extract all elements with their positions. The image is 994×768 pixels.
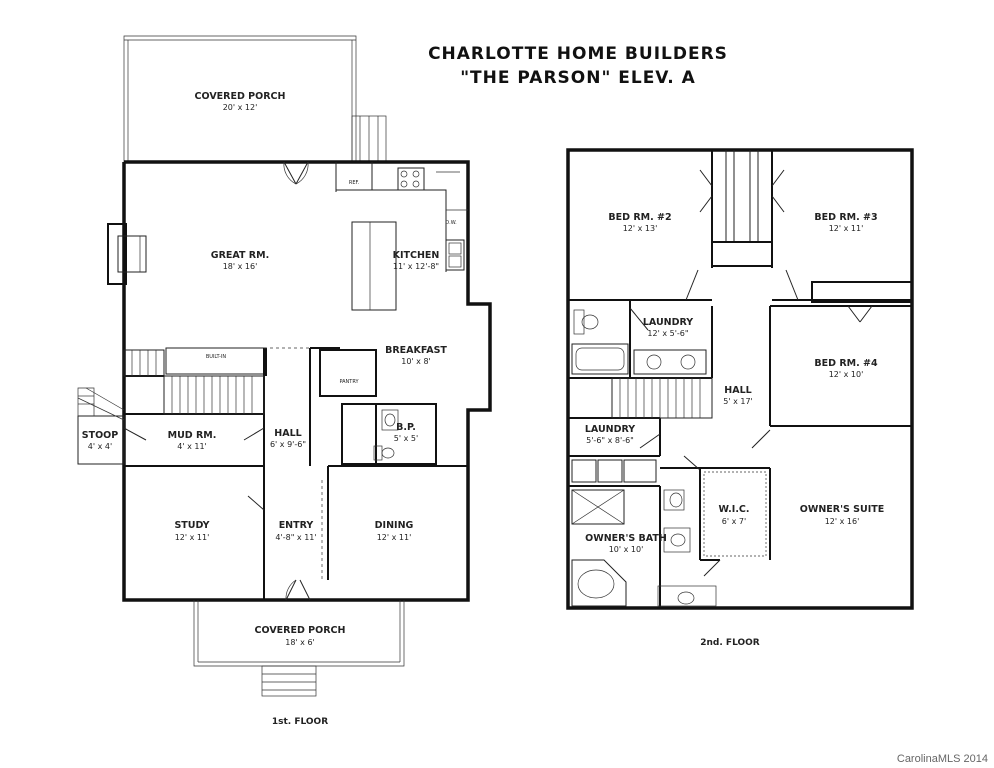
second-floor-interior-walls bbox=[568, 242, 913, 608]
study-name: STUDY bbox=[174, 520, 209, 531]
kitchen-dims: 11' x 12'-8" bbox=[393, 262, 439, 271]
hall-2nd-name: HALL bbox=[724, 385, 751, 396]
owners-bath-name: OWNER'S BATH bbox=[585, 533, 667, 544]
rear-steps bbox=[351, 115, 387, 163]
kitchen-island bbox=[351, 221, 397, 311]
watermark: CarolinaMLS 2014 bbox=[897, 753, 988, 765]
bed4-dims: 12' x 10' bbox=[829, 370, 864, 379]
wic-dims: 6' x 7' bbox=[722, 517, 746, 526]
bed2-name: BED RM. #2 bbox=[608, 212, 671, 223]
stoop-dims: 4' x 4' bbox=[88, 442, 112, 451]
main-stairs bbox=[123, 349, 265, 415]
breakfast-name: BREAKFAST bbox=[385, 345, 447, 356]
second-floor-label: 2nd. FLOOR bbox=[700, 638, 760, 648]
rear-porch-name: COVERED PORCH bbox=[195, 91, 286, 102]
plan-title-line2: "THE PARSON" ELEV. A bbox=[460, 68, 696, 88]
dining-dims: 12' x 11' bbox=[377, 533, 412, 542]
great-room-dims: 18' x 16' bbox=[223, 262, 258, 271]
great-room-name: GREAT RM. bbox=[211, 250, 269, 261]
laundry-dims: 5'-6" x 8'-6" bbox=[586, 436, 634, 445]
mud-room-name: MUD RM. bbox=[168, 430, 217, 441]
bed3-dims: 12' x 11' bbox=[829, 224, 864, 233]
rear-porch-dims: 20' x 12' bbox=[223, 103, 258, 112]
first-floor-label: 1st. FLOOR bbox=[272, 717, 328, 727]
pantry-label: PANTRY bbox=[339, 379, 359, 385]
wic-name: W.I.C. bbox=[718, 504, 749, 515]
mud-room-dims: 4' x 11' bbox=[177, 442, 207, 451]
entry-name: ENTRY bbox=[279, 520, 314, 531]
dining-name: DINING bbox=[375, 520, 414, 531]
powder-room-fixtures bbox=[373, 409, 399, 461]
hall-1st-dims: 6' x 9'-6" bbox=[270, 440, 306, 449]
first-floor-exterior-walls bbox=[122, 160, 492, 602]
laundry-name: LAUNDRY bbox=[585, 424, 635, 435]
owners-suite-dims: 12' x 16' bbox=[825, 517, 860, 526]
hall-2nd-dims: 5' x 17' bbox=[723, 397, 753, 406]
front-porch bbox=[193, 600, 405, 697]
side-stoop bbox=[77, 387, 125, 465]
wic-shelves bbox=[703, 471, 767, 557]
owners-suite-name: OWNER'S SUITE bbox=[800, 504, 884, 515]
powder-name: B.P. bbox=[396, 422, 416, 433]
owners-bath-fixtures bbox=[571, 489, 717, 607]
owners-bath-dims: 10' x 10' bbox=[609, 545, 644, 554]
bed3-name: BED RM. #3 bbox=[814, 212, 877, 223]
laundry-upper-dims: 12' x 5'-6" bbox=[647, 329, 688, 338]
built-in-label: BUILT-IN bbox=[206, 354, 227, 360]
first-floor-interior-walls bbox=[124, 347, 468, 600]
laundry-upper-name: LAUNDRY bbox=[643, 317, 693, 328]
stoop-name: STOOP bbox=[82, 430, 118, 441]
rear-door bbox=[283, 161, 309, 185]
laundry-appliances bbox=[571, 459, 657, 483]
powder-dims: 5' x 5' bbox=[394, 434, 418, 443]
second-floor-doors bbox=[629, 269, 873, 577]
front-porch-name: COVERED PORCH bbox=[255, 625, 346, 636]
kitchen-counters bbox=[335, 162, 468, 272]
plan-title-line1: CHARLOTTE HOME BUILDERS bbox=[428, 44, 728, 64]
front-porch-dims: 18' x 6' bbox=[285, 638, 315, 647]
fireplace bbox=[107, 223, 147, 285]
bed4-name: BED RM. #4 bbox=[814, 358, 878, 369]
kitchen-name: KITCHEN bbox=[393, 250, 440, 261]
hall-1st-name: HALL bbox=[274, 428, 301, 439]
entry-dims: 4'-8" x 11' bbox=[275, 533, 316, 542]
upper-stairs bbox=[611, 377, 713, 419]
first-floor-doors bbox=[247, 480, 323, 601]
refrigerator-label: REF. bbox=[349, 180, 360, 186]
dishwasher-label: D.W. bbox=[445, 220, 457, 226]
second-floor-plan: BED RM. #2 12' x 13' BED RM. #3 12' x 11… bbox=[566, 148, 914, 648]
study-dims: 12' x 11' bbox=[175, 533, 210, 542]
breakfast-dims: 10' x 8' bbox=[401, 357, 431, 366]
hall-bath-fixtures bbox=[571, 309, 707, 375]
mud-room-doors bbox=[123, 427, 265, 441]
bed2-dims: 12' x 13' bbox=[623, 224, 658, 233]
first-floor-plan: REF. D.W. bbox=[77, 35, 492, 727]
